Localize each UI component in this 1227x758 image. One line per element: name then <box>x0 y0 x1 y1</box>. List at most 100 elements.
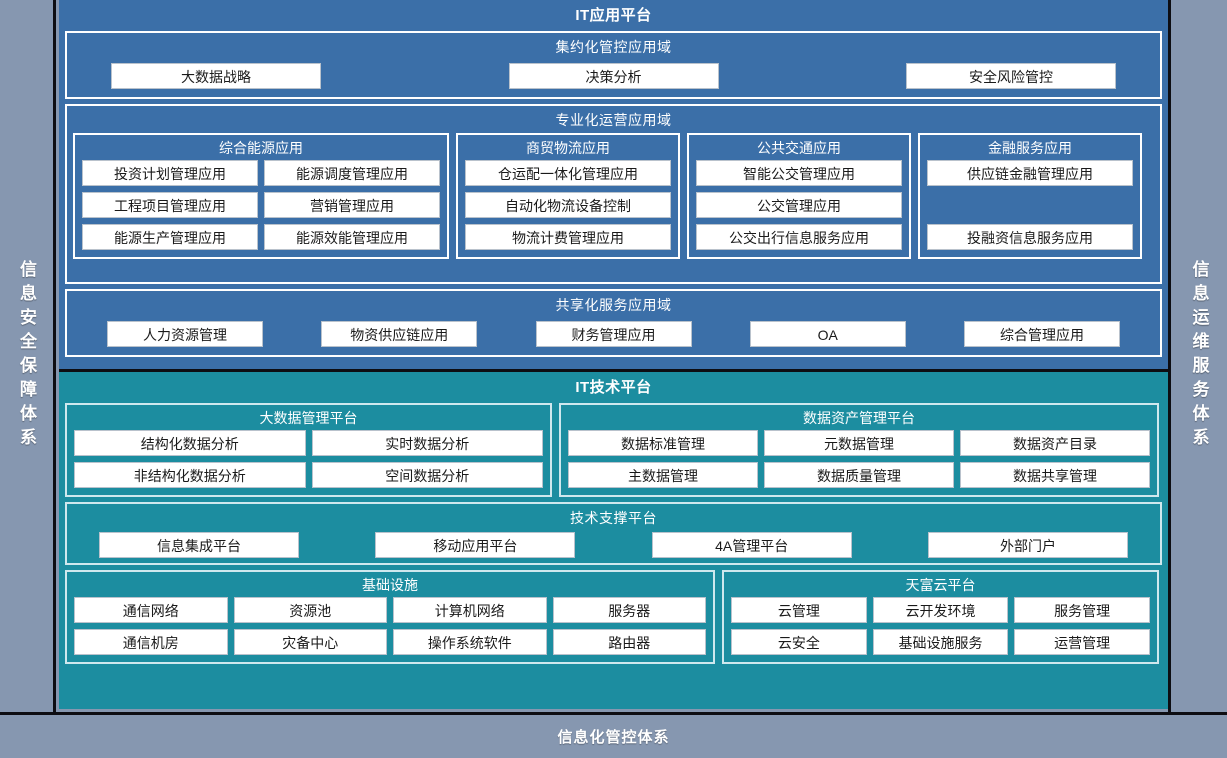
chip-4a-management-platform[interactable]: 4A管理平台 <box>651 532 852 558</box>
domain-intensive-control: 集约化管控应用域 大数据战略 决策分析 安全风险管控 <box>65 31 1162 99</box>
chip-cloud-security[interactable]: 云安全 <box>731 629 867 655</box>
chip-energy-dispatch-mgmt[interactable]: 能源调度管理应用 <box>264 160 440 186</box>
left-rail-label: 信息安全保障体系 <box>17 260 36 452</box>
chip-unstructured-data-analysis[interactable]: 非结构化数据分析 <box>74 462 306 488</box>
application-platform-panel: IT应用平台 集约化管控应用域 大数据战略 决策分析 安全风险管控 专业化运营应… <box>59 0 1168 372</box>
right-rail-it-operations: 信息运维服务体系 <box>1168 0 1227 712</box>
chip-integrated-warehouse-transport[interactable]: 仓运配一体化管理应用 <box>465 160 671 186</box>
chip-infrastructure-service[interactable]: 基础设施服务 <box>872 629 1009 655</box>
chip-data-asset-catalog[interactable]: 数据资产目录 <box>960 430 1150 456</box>
chip-finance-mgmt[interactable]: 财务管理应用 <box>535 321 692 347</box>
chip-oa[interactable]: OA <box>749 321 906 347</box>
domain-intensive-control-title: 集约化管控应用域 <box>555 39 672 55</box>
chip-disaster-recovery-center[interactable]: 灾备中心 <box>233 629 387 655</box>
right-rail-label: 信息运维服务体系 <box>1189 260 1209 452</box>
chip-cloud-management[interactable]: 云管理 <box>731 597 867 623</box>
chip-decision-analysis[interactable]: 决策分析 <box>508 63 719 89</box>
subgroup-tianfu-cloud-platform-title: 天富云平台 <box>905 577 976 593</box>
chip-server[interactable]: 服务器 <box>552 597 706 623</box>
chip-bus-mgmt[interactable]: 公交管理应用 <box>696 192 902 218</box>
application-platform-title: IT应用平台 <box>575 7 652 24</box>
chip-operating-system-software[interactable]: 操作系统软件 <box>393 629 547 655</box>
chip-operations-management[interactable]: 运营管理 <box>1014 629 1150 655</box>
subgroup-big-data-platform-items: 结构化数据分析 实时数据分析 非结构化数据分析 空间数据分析 <box>74 430 543 488</box>
subgroup-data-asset-platform-items: 数据标准管理 元数据管理 数据资产目录 主数据管理 数据质量管理 数据共享管理 <box>568 430 1150 488</box>
chip-investment-financing-info-service[interactable]: 投融资信息服务应用 <box>927 224 1133 250</box>
chip-data-quality-mgmt[interactable]: 数据质量管理 <box>764 462 954 488</box>
subgroup-infrastructure: 基础设施 通信网络 资源池 计算机网络 服务器 通信机房 灾备中心 操作系统软件… <box>65 570 715 664</box>
chip-structured-data-analysis[interactable]: 结构化数据分析 <box>74 430 306 456</box>
chip-metadata-mgmt[interactable]: 元数据管理 <box>764 430 954 456</box>
chip-material-supply-chain[interactable]: 物资供应链应用 <box>321 321 478 347</box>
domain-technical-support-platform: 技术支撑平台 信息集成平台 移动应用平台 4A管理平台 外部门户 <box>65 502 1162 565</box>
subgroup-big-data-platform-title: 大数据管理平台 <box>259 410 358 426</box>
domain-professional-operations: 专业化运营应用域 综合能源应用 投资计划管理应用 能源调度管理应用 工程项目管理… <box>65 104 1162 284</box>
subgroup-tianfu-cloud-items: 云管理 云开发环境 服务管理 云安全 基础设施服务 运营管理 <box>731 597 1150 655</box>
subgroup-integrated-energy-items: 投资计划管理应用 能源调度管理应用 工程项目管理应用 营销管理应用 能源生产管理… <box>82 160 440 250</box>
technology-platform-panel: IT技术平台 大数据管理平台 结构化数据分析 实时数据分析 非结构化数据分析 空… <box>59 372 1168 709</box>
chip-automated-logistics-equipment[interactable]: 自动化物流设备控制 <box>465 192 671 218</box>
chip-realtime-data-analysis[interactable]: 实时数据分析 <box>311 430 543 456</box>
subgroup-trade-logistics-items: 仓运配一体化管理应用 自动化物流设备控制 物流计费管理应用 <box>465 160 671 250</box>
subgroup-public-transport-items: 智能公交管理应用 公交管理应用 公交出行信息服务应用 <box>696 160 902 250</box>
chip-security-risk-control[interactable]: 安全风险管控 <box>906 63 1116 89</box>
chip-master-data-mgmt[interactable]: 主数据管理 <box>568 462 758 488</box>
chip-supply-chain-finance-mgmt[interactable]: 供应链金融管理应用 <box>927 160 1133 186</box>
chip-resource-pool[interactable]: 资源池 <box>233 597 387 623</box>
left-rail-information-security: 信息安全保障体系 <box>0 0 56 712</box>
domain-technical-support-platform-title: 技术支撑平台 <box>570 510 657 526</box>
subgroup-public-transport: 公共交通应用 智能公交管理应用 公交管理应用 公交出行信息服务应用 <box>687 133 911 259</box>
chip-external-portal[interactable]: 外部门户 <box>927 532 1128 558</box>
subgroup-infrastructure-title: 基础设施 <box>362 577 418 593</box>
subgroup-big-data-platform: 大数据管理平台 结构化数据分析 实时数据分析 非结构化数据分析 空间数据分析 <box>65 403 552 497</box>
domain-technical-support-items: 信息集成平台 移动应用平台 4A管理平台 外部门户 <box>73 532 1154 558</box>
chip-data-standard-mgmt[interactable]: 数据标准管理 <box>568 430 758 456</box>
chip-cloud-dev-environment[interactable]: 云开发环境 <box>872 597 1009 623</box>
footer-informatization-governance: 信息化管控体系 <box>0 712 1227 758</box>
subgroup-integrated-energy-title: 综合能源应用 <box>219 140 303 156</box>
domain-professional-operations-title: 专业化运营应用域 <box>555 112 672 128</box>
chip-energy-production-mgmt[interactable]: 能源生产管理应用 <box>82 224 258 250</box>
chip-smart-bus-mgmt[interactable]: 智能公交管理应用 <box>696 160 902 186</box>
subgroup-tianfu-cloud-platform: 天富云平台 云管理 云开发环境 服务管理 云安全 基础设施服务 运营管理 <box>722 570 1159 664</box>
chip-energy-efficiency-mgmt[interactable]: 能源效能管理应用 <box>264 224 440 250</box>
chip-service-management[interactable]: 服务管理 <box>1014 597 1150 623</box>
technology-row-infrastructure: 基础设施 通信网络 资源池 计算机网络 服务器 通信机房 灾备中心 操作系统软件… <box>65 570 1162 664</box>
chip-computer-network[interactable]: 计算机网络 <box>393 597 547 623</box>
chip-mobile-application-platform[interactable]: 移动应用平台 <box>375 532 576 558</box>
domain-intensive-control-items: 大数据战略 决策分析 安全风险管控 <box>73 63 1154 89</box>
chip-logistics-billing-mgmt[interactable]: 物流计费管理应用 <box>465 224 671 250</box>
chip-communication-room[interactable]: 通信机房 <box>74 629 228 655</box>
domain-shared-services-items: 人力资源管理 物资供应链应用 财务管理应用 OA 综合管理应用 <box>73 321 1154 347</box>
subgroup-data-asset-platform-title: 数据资产管理平台 <box>803 410 915 426</box>
domain-shared-services: 共享化服务应用域 人力资源管理 物资供应链应用 财务管理应用 OA 综合管理应用 <box>65 289 1162 357</box>
subgroup-integrated-energy: 综合能源应用 投资计划管理应用 能源调度管理应用 工程项目管理应用 营销管理应用… <box>73 133 449 259</box>
subgroup-trade-logistics-title: 商贸物流应用 <box>526 140 610 156</box>
chip-information-integration-platform[interactable]: 信息集成平台 <box>99 532 299 558</box>
technology-platform-title: IT技术平台 <box>575 379 652 396</box>
technology-row-data: 大数据管理平台 结构化数据分析 实时数据分析 非结构化数据分析 空间数据分析 数… <box>65 403 1162 497</box>
chip-spatial-data-analysis[interactable]: 空间数据分析 <box>311 462 543 488</box>
chip-general-mgmt[interactable]: 综合管理应用 <box>964 321 1120 347</box>
subgroup-financial-services: 金融服务应用 供应链金融管理应用 投融资信息服务应用 <box>918 133 1142 259</box>
platform-stack: IT应用平台 集约化管控应用域 大数据战略 决策分析 安全风险管控 专业化运营应… <box>59 0 1168 712</box>
chip-communication-network[interactable]: 通信网络 <box>74 597 228 623</box>
chip-investment-plan-mgmt[interactable]: 投资计划管理应用 <box>82 160 258 186</box>
chip-router[interactable]: 路由器 <box>552 629 706 655</box>
chip-hr-mgmt[interactable]: 人力资源管理 <box>107 321 263 347</box>
subgroup-financial-services-title: 金融服务应用 <box>988 140 1072 156</box>
subgroup-public-transport-title: 公共交通应用 <box>757 140 841 156</box>
chip-data-sharing-mgmt[interactable]: 数据共享管理 <box>960 462 1150 488</box>
footer-label: 信息化管控体系 <box>557 729 670 746</box>
subgroup-data-asset-platform: 数据资产管理平台 数据标准管理 元数据管理 数据资产目录 主数据管理 数据质量管… <box>559 403 1159 497</box>
subgroup-infrastructure-items: 通信网络 资源池 计算机网络 服务器 通信机房 灾备中心 操作系统软件 路由器 <box>74 597 706 655</box>
subgroup-trade-logistics: 商贸物流应用 仓运配一体化管理应用 自动化物流设备控制 物流计费管理应用 <box>456 133 680 259</box>
subgroup-financial-services-items: 供应链金融管理应用 投融资信息服务应用 <box>927 160 1133 250</box>
chip-financial-spacer <box>927 192 1133 218</box>
chip-big-data-strategy[interactable]: 大数据战略 <box>111 63 321 89</box>
professional-operations-subgroups: 综合能源应用 投资计划管理应用 能源调度管理应用 工程项目管理应用 营销管理应用… <box>73 133 1154 259</box>
chip-bus-travel-info-service[interactable]: 公交出行信息服务应用 <box>696 224 902 250</box>
chip-engineering-project-mgmt[interactable]: 工程项目管理应用 <box>82 192 258 218</box>
chip-marketing-mgmt[interactable]: 营销管理应用 <box>264 192 440 218</box>
